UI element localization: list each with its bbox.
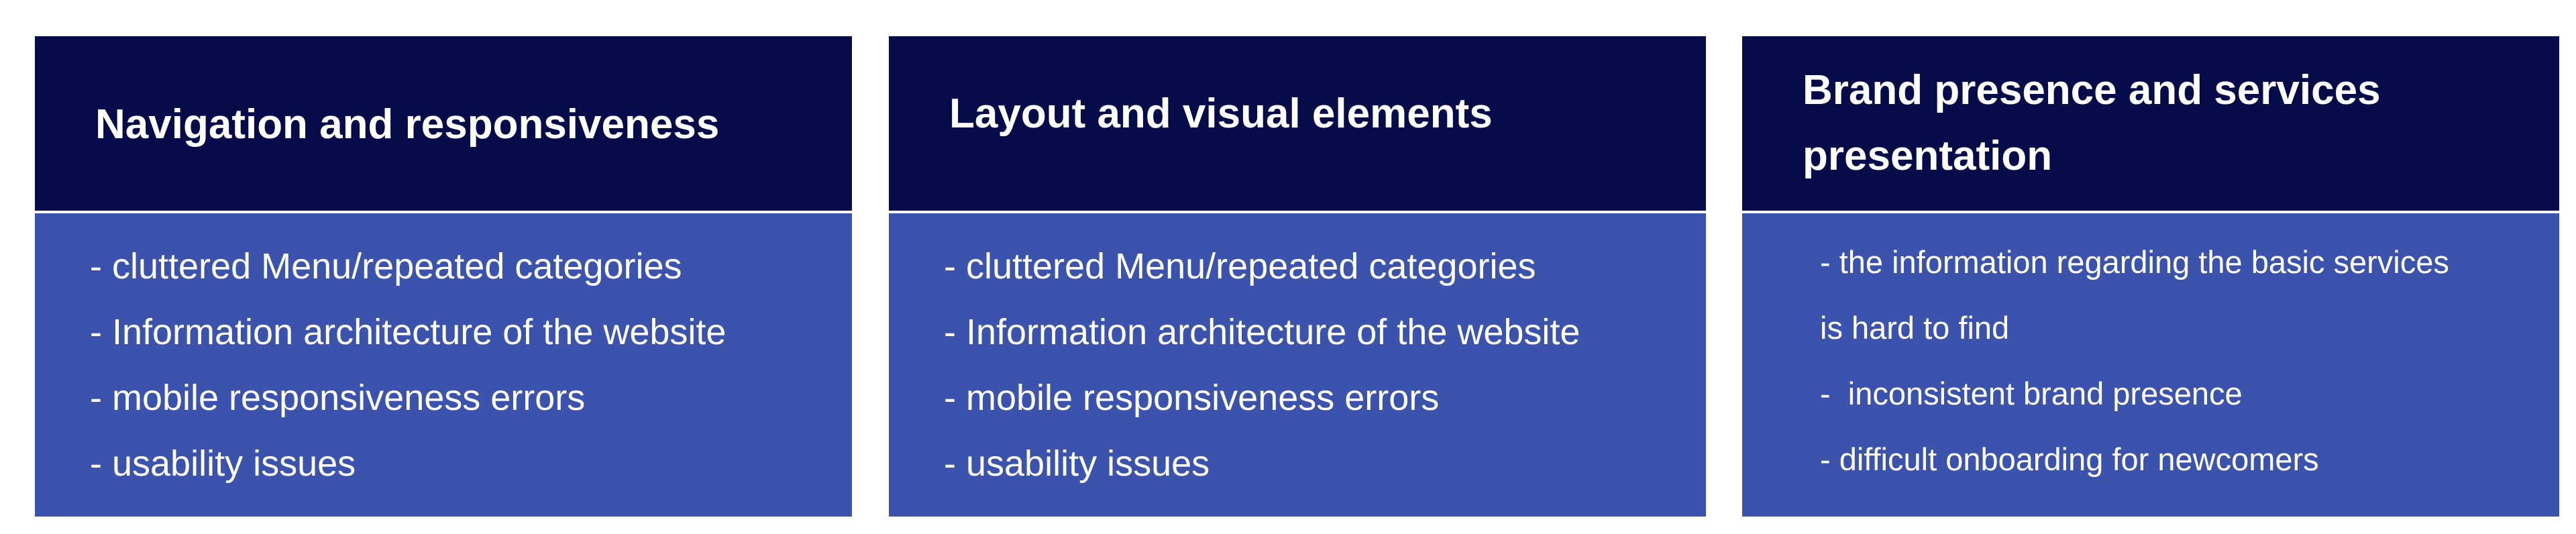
list-item: - mobile responsiveness errors: [944, 378, 1440, 418]
card-navigation-responsiveness: Navigation and responsiveness - cluttere…: [35, 36, 852, 517]
list-item: - Information architecture of the websit…: [90, 312, 727, 352]
card-divider: [889, 211, 1706, 213]
card-title: Layout and visual elements: [949, 91, 1493, 137]
list-item: - cluttered Menu/repeated categories: [90, 246, 682, 286]
card-body: - cluttered Menu/repeated categories - I…: [889, 213, 1706, 517]
list-item: - inconsistent brand presence: [1820, 376, 2243, 411]
list-item: is hard to find: [1820, 310, 2010, 345]
card-divider: [1742, 211, 2559, 213]
list-item: - cluttered Menu/repeated categories: [944, 246, 1536, 286]
card-title: Navigation and responsiveness: [95, 101, 720, 148]
card-layout-visual-elements: Layout and visual elements - cluttered M…: [889, 36, 1706, 517]
bullet-list: - the information regarding the basic se…: [1820, 229, 2532, 492]
list-item: - Information architecture of the websit…: [944, 312, 1580, 352]
card-divider: [35, 211, 852, 213]
bullet-list: - cluttered Menu/repeated categories - I…: [90, 233, 825, 496]
card-title: Brand presence and services presentation: [1803, 67, 2381, 179]
list-item: - usability issues: [944, 443, 1210, 484]
card-brand-presence-services: Brand presence and services presentation…: [1742, 36, 2559, 517]
card-body: - the information regarding the basic se…: [1742, 213, 2559, 517]
card-header: Navigation and responsiveness: [35, 36, 852, 211]
list-item: - mobile responsiveness errors: [90, 378, 586, 418]
list-item: - the information regarding the basic se…: [1820, 244, 2449, 280]
bullet-list: - cluttered Menu/repeated categories - I…: [944, 233, 1679, 496]
card-header: Layout and visual elements: [889, 36, 1706, 211]
card-body: - cluttered Menu/repeated categories - I…: [35, 213, 852, 517]
list-item: - usability issues: [90, 443, 356, 484]
list-item: - difficult onboarding for newcomers: [1820, 441, 2319, 477]
card-header: Brand presence and services presentation: [1742, 36, 2559, 211]
